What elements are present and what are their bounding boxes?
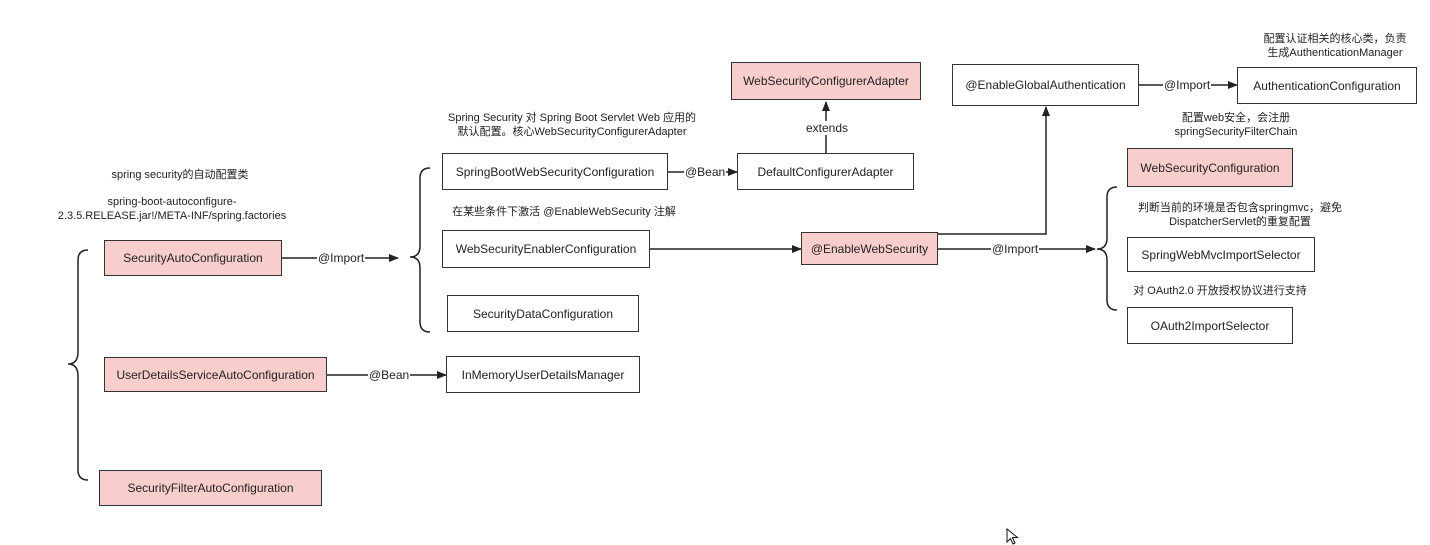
node-in-memory-user-details-manager[interactable]: InMemoryUserDetailsManager [446,356,640,393]
edge-label-bean-1: @Bean [684,165,727,179]
note-spring-factories-1: spring-boot-autoconfigure- [107,196,237,208]
node-label: SpringBootWebSecurityConfiguration [455,164,655,179]
note-web-security-2: springSecurityFilterChain [1174,126,1298,138]
note-springmvc-2: DispatcherServlet的重复配置 [1169,216,1311,228]
edge-label-extends: extends [805,121,850,135]
edge-label-bean-2: @Bean [368,368,411,382]
node-label: SecurityFilterAutoConfiguration [127,481,294,495]
node-authentication-configuration[interactable]: AuthenticationConfiguration [1237,67,1417,104]
node-web-security-enabler-configuration[interactable]: WebSecurityEnablerConfiguration [442,230,650,268]
edge-label-import-1: @Import [317,251,366,265]
note-spring-factories-2: 2.3.5.RELEASE.jar!/META-INF/spring.facto… [57,210,287,222]
node-spring-web-mvc-import-selector[interactable]: SpringWebMvcImportSelector [1127,237,1315,272]
left-brace [67,249,89,481]
note-auth-core-1: 配置认证相关的核心类，负责 [1263,33,1407,45]
node-security-filter-auto-configuration[interactable]: SecurityFilterAutoConfiguration [99,470,322,506]
edge-label-import-3: @Import [991,242,1040,256]
node-oauth2-import-selector[interactable]: OAuth2ImportSelector [1127,307,1293,344]
node-enable-global-authentication[interactable]: @EnableGlobalAuthentication [952,64,1139,106]
node-label: AuthenticationConfiguration [1253,78,1401,93]
node-springboot-web-security-configuration[interactable]: SpringBootWebSecurityConfiguration [442,153,668,190]
note-enabler-condition: 在某些条件下激活 @EnableWebSecurity 注解 [452,206,676,218]
middle-brace [409,167,431,333]
edge-label-import-2: @Import [1163,78,1212,92]
node-label: OAuth2ImportSelector [1150,318,1270,333]
node-label: @EnableWebSecurity [810,241,929,256]
node-label: WebSecurityConfiguration [1140,160,1280,175]
edge-enable-to-global [938,106,1050,235]
note-spring-security-web-1: Spring Security 对 Spring Boot Servlet We… [447,112,696,124]
node-default-configurer-adapter[interactable]: DefaultConfigurerAdapter [737,153,914,190]
node-label: DefaultConfigurerAdapter [757,164,894,179]
node-security-data-configuration[interactable]: SecurityDataConfiguration [447,295,639,332]
node-security-auto-configuration[interactable]: SecurityAutoConfiguration [104,240,282,276]
node-user-details-service-auto-configuration[interactable]: UserDetailsServiceAutoConfiguration [104,357,327,392]
mouse-cursor-icon [1006,528,1019,545]
note-web-security-1: 配置web安全，会注册 [1181,112,1291,124]
node-web-security-configuration[interactable]: WebSecurityConfiguration [1127,148,1293,187]
node-label: SecurityAutoConfiguration [123,251,263,265]
node-label: SecurityDataConfiguration [472,306,614,321]
note-auth-core-2: 生成AuthenticationManager [1267,47,1403,59]
node-web-security-configurer-adapter[interactable]: WebSecurityConfigurerAdapter [731,62,921,100]
node-label: @EnableGlobalAuthentication [965,78,1126,92]
note-oauth-support: 对 OAuth2.0 开放授权协议进行支持 [1133,285,1307,297]
right-brace [1096,186,1118,311]
node-label: UserDetailsServiceAutoConfiguration [116,367,315,382]
note-spring-security-web-2: 默认配置。核心WebSecurityConfigurerAdapter [457,126,687,138]
node-label: WebSecurityConfigurerAdapter [743,74,909,88]
node-label: WebSecurityEnablerConfiguration [455,242,637,256]
note-springmvc-1: 判断当前的环境是否包含springmvc，避免 [1137,202,1343,214]
node-label: SpringWebMvcImportSelector [1141,247,1301,262]
note-spring-security-auto: spring security的自动配置类 [111,169,249,181]
node-label: InMemoryUserDetailsManager [461,367,625,382]
node-enable-web-security[interactable]: @EnableWebSecurity [801,232,938,265]
